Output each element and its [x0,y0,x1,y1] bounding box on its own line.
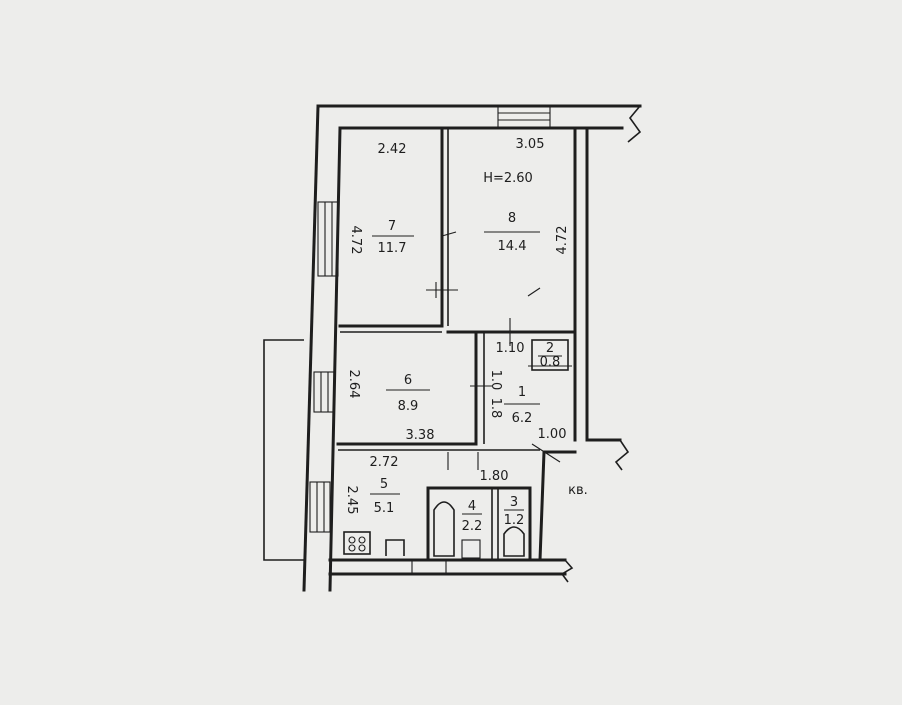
apartment-label: кв. [568,483,588,498]
room-2-area: 0.8 [540,355,561,370]
ceiling-height-label: H=2.60 [483,171,533,186]
room-6-number: 6 [404,373,412,388]
room-6-length: 2.64 [346,370,361,399]
kitchen-sink-icon [385,539,405,556]
hall-width-label: 1.80 [480,469,509,484]
room-8-length: 4.72 [555,226,570,255]
room-2-number: 2 [546,341,554,356]
outer-walls [263,104,642,592]
room-5-number: 5 [380,477,388,492]
room-labels: 7 11.7 2.42 4.72 8 14.4 3.05 4.72 H=2.60… [344,137,588,534]
room-8-area: 14.4 [498,239,527,254]
room-7-width: 2.42 [378,142,407,157]
room-4-number: 4 [468,499,476,514]
room-5-length: 2.45 [344,486,359,515]
room-8-width: 3.05 [516,137,545,152]
stove-icon [343,531,371,555]
room-7-length: 4.72 [348,226,363,255]
room-5-width: 2.72 [370,455,399,470]
room-1-area: 6.2 [512,411,533,426]
room-4-area: 2.2 [462,519,483,534]
room-5-area: 5.1 [374,501,395,516]
room-6-area: 8.9 [398,399,419,414]
corridor-width-label: 1.10 [496,341,525,356]
bathtub-icon [433,501,455,557]
windows [309,105,551,575]
room-3-number: 3 [510,495,518,510]
toilet-icon [503,526,525,557]
room-7-number: 7 [388,219,396,234]
sink-icon [461,539,481,559]
entry-width-label: 1.00 [538,427,567,442]
hall-side-b-label: 1.8 [488,398,503,419]
room-8-number: 8 [508,211,516,226]
room-3-area: 1.2 [504,513,525,528]
partitions [336,126,577,562]
room-6-width: 3.38 [406,428,435,443]
room-7-area: 11.7 [378,241,407,256]
hall-side-a-label: 1.0 [488,370,503,391]
room-1-number: 1 [518,385,526,400]
fixtures [343,501,525,559]
